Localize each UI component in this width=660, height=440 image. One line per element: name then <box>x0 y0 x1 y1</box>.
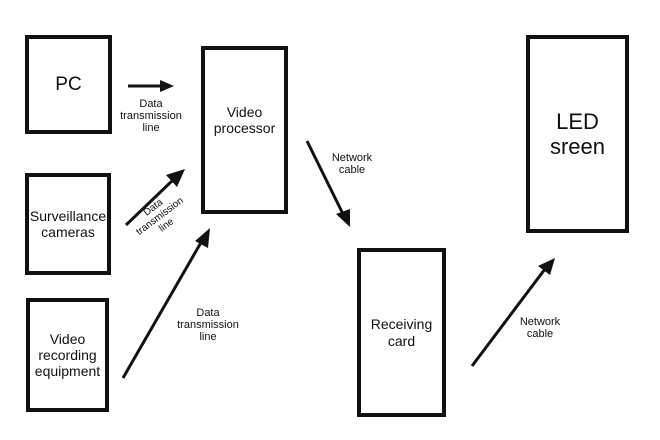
node-video-processor-label-line1: Video <box>226 103 263 120</box>
node-video-recording-label-line2: recording <box>38 346 97 363</box>
node-surveillance-cameras: Surveillance cameras <box>25 173 111 275</box>
edge-pc-to-video-processor <box>128 80 174 92</box>
edge-receiving-card-to-led-screen <box>470 258 555 367</box>
edge-surveillance-to-video-processor <box>124 169 185 227</box>
node-led-screen-label-line1: LED <box>556 108 599 134</box>
edge-video-processor-to-receiving-card <box>305 140 350 227</box>
edge-label-line: line <box>199 331 217 343</box>
node-led-screen: LED sreen <box>526 35 629 233</box>
edge-label-line: transmission <box>177 319 239 331</box>
node-video-processor: Video processor <box>201 46 288 214</box>
node-pc: PC <box>25 35 112 134</box>
node-video-recording-equipment: Video recording equipment <box>26 298 109 412</box>
edge-label-line: Network <box>331 152 373 164</box>
node-surveillance-label-line2: cameras <box>41 224 95 240</box>
edge-label-receiving-card: Network cable <box>510 316 570 340</box>
edge-label-line: transmission <box>120 110 182 122</box>
node-surveillance-label-line1: Surveillance <box>29 207 107 224</box>
node-pc-label: PC <box>55 73 82 95</box>
node-video-recording-label-line3: equipment <box>34 363 101 380</box>
edge-video-recording-to-video-processor <box>121 228 210 379</box>
node-receiving-card: Receiving card <box>357 248 446 417</box>
edge-label-line: Data <box>139 98 163 110</box>
edge-label-line: Data <box>196 307 220 319</box>
edge-label-line: cable <box>526 328 554 340</box>
node-video-processor-label-line2: processor <box>213 120 276 136</box>
node-receiving-card-label-line1: Receiving <box>370 316 433 333</box>
edge-label-video-processor: Network cable <box>322 152 382 176</box>
arrowhead-icon <box>160 80 174 92</box>
arrowhead-icon <box>195 228 210 248</box>
arrowhead-icon <box>336 209 350 227</box>
edge-label-line: Network <box>519 316 561 328</box>
edge-label-video-recording: Data transmission line <box>168 307 248 343</box>
edge-label-line: cable <box>338 164 366 176</box>
arrowhead-icon <box>166 169 185 187</box>
node-video-recording-label-line1: Video <box>49 330 86 347</box>
arrowhead-icon <box>538 258 555 275</box>
node-led-screen-label-line2: sreen <box>549 134 606 159</box>
node-receiving-card-label-line2: card <box>387 332 416 349</box>
edge-label-pc: Data transmission line <box>115 98 187 134</box>
edge-label-line: line <box>142 122 160 134</box>
